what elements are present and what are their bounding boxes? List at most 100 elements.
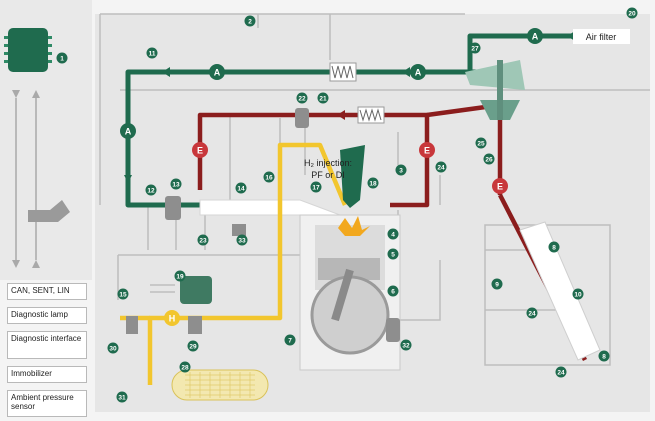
air-filter-label: Air filter — [586, 32, 617, 42]
badge-number: 14 — [237, 186, 245, 193]
h2-injection-label-2: PF or DI — [311, 170, 345, 180]
component-badge-8: 8 — [549, 242, 560, 253]
hydrogen-marker: H — [164, 310, 180, 326]
crankshaft — [312, 277, 388, 353]
air-marker-label: A — [214, 68, 221, 78]
badge-number: 26 — [485, 157, 493, 164]
legend-text: Diagnostic interface — [11, 334, 83, 343]
badge-number: 11 — [149, 51, 156, 58]
component-badge-4: 4 — [388, 229, 399, 240]
badge-number: 4 — [391, 232, 395, 239]
component-badge-29: 29 — [188, 341, 199, 352]
legend-item-diagnostic-interface: Diagnostic interface — [7, 331, 87, 359]
component-badge-16: 16 — [264, 172, 275, 183]
badge-number: 1 — [60, 56, 64, 63]
legend-item-ambient-pressure: Ambient pressure sensor — [7, 390, 87, 417]
badge-number: 7 — [288, 338, 292, 345]
exhaust-marker-3: E — [492, 178, 508, 194]
badge-number: 28 — [181, 365, 189, 372]
badge-number: 8 — [602, 354, 606, 361]
badge-number: 24 — [557, 370, 565, 377]
component-badge-23: 23 — [198, 235, 209, 246]
component-badge-11: 11 — [147, 48, 158, 59]
legend-text: Diagnostic lamp — [11, 310, 83, 319]
badge-number: 32 — [402, 343, 410, 350]
h2-injection-label-1: H₂ injection: — [304, 158, 352, 168]
component-badge-20: 20 — [627, 8, 638, 19]
component-badge-31: 31 — [117, 392, 128, 403]
legend-text: Ambient pressure sensor — [11, 393, 83, 411]
badge-number: 13 — [172, 182, 180, 189]
component-badge-27: 27 — [470, 43, 481, 54]
component-badge-28: 28 — [180, 362, 191, 373]
badge-number: 3 — [399, 168, 403, 175]
badge-number: 23 — [199, 238, 207, 245]
air-marker-2: A — [410, 64, 426, 80]
legend-text: CAN, SENT, LIN — [11, 286, 83, 295]
badge-number: 18 — [369, 181, 377, 188]
exhaust-marker-1: E — [192, 142, 208, 158]
air-marker-label: A — [125, 127, 132, 137]
component-badge-24: 24 — [527, 308, 538, 319]
badge-number: 12 — [147, 188, 155, 195]
component-badge-24: 24 — [436, 162, 447, 173]
badge-number: 29 — [189, 344, 197, 351]
badge-number: 15 — [119, 292, 127, 299]
badge-number: 22 — [298, 96, 306, 103]
badge-number: 21 — [319, 96, 327, 103]
air-marker-label: A — [532, 32, 539, 42]
badge-number: 19 — [176, 274, 184, 281]
badge-number: 27 — [471, 46, 479, 53]
badge-number: 20 — [628, 11, 636, 18]
component-badge-19: 19 — [175, 271, 186, 282]
air-marker-4: A — [527, 28, 543, 44]
component-badge-22: 22 — [297, 93, 308, 104]
badge-number: 2 — [248, 19, 252, 26]
engine-control-unit — [8, 28, 48, 72]
component-badge-17: 17 — [311, 182, 322, 193]
legend-item-diagnostic-lamp: Diagnostic lamp — [7, 307, 87, 324]
badge-number: 33 — [238, 238, 246, 245]
exhaust-marker-label: E — [197, 146, 203, 156]
badge-number: 17 — [312, 185, 320, 192]
component-badge-33: 33 — [237, 235, 248, 246]
component-badge-15: 15 — [118, 289, 129, 300]
component-badge-18: 18 — [368, 178, 379, 189]
component-badge-24: 24 — [556, 367, 567, 378]
air-marker-label: A — [415, 68, 422, 78]
component-badge-14: 14 — [236, 183, 247, 194]
exhaust-marker-label: E — [497, 182, 503, 192]
badge-number: 16 — [265, 175, 273, 182]
component-badge-1: 1 — [57, 53, 68, 64]
component-badge-26: 26 — [484, 154, 495, 165]
component-badge-3: 3 — [396, 165, 407, 176]
badge-number: 24 — [528, 311, 536, 318]
component-badge-9: 9 — [492, 279, 503, 290]
component-badge-12: 12 — [146, 185, 157, 196]
legend-item-can: CAN, SENT, LIN — [7, 283, 87, 300]
badge-number: 30 — [109, 346, 117, 353]
badge-number: 24 — [437, 165, 445, 172]
component-badge-8: 8 — [599, 351, 610, 362]
exhaust-marker-label: E — [424, 146, 430, 156]
component-badge-13: 13 — [171, 179, 182, 190]
component-badge-6: 6 — [388, 286, 399, 297]
badge-number: 5 — [391, 252, 395, 259]
badge-number: 25 — [477, 141, 485, 148]
component-badge-30: 30 — [108, 343, 119, 354]
air-marker-1: A — [209, 64, 225, 80]
component-badge-2: 2 — [245, 16, 256, 27]
badge-number: 10 — [574, 292, 582, 299]
component-badge-32: 32 — [401, 340, 412, 351]
legend-text: Immobilizer — [11, 369, 83, 378]
component-badge-7: 7 — [285, 335, 296, 346]
air-marker-3: A — [120, 123, 136, 139]
badge-number: 9 — [495, 282, 499, 289]
component-badge-25: 25 — [476, 138, 487, 149]
legend-item-immobilizer: Immobilizer — [7, 366, 87, 383]
badge-number: 31 — [118, 395, 126, 402]
badge-number: 8 — [552, 245, 556, 252]
component-badge-5: 5 — [388, 249, 399, 260]
